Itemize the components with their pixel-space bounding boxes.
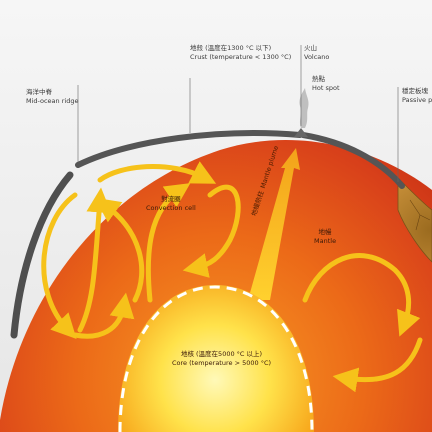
crust-right (300, 132, 405, 189)
mantle-plume (248, 148, 300, 300)
plate-label-zh: 穩定板塊 (402, 87, 428, 95)
hotspot-label: 熱點 Hot spot (312, 75, 340, 92)
crust-label-zh: 地殼 (溫度在1300 °C 以下) (190, 44, 272, 52)
hotspot-label-zh: 熱點 (312, 75, 325, 83)
core (118, 285, 314, 432)
core-boundary (118, 285, 314, 432)
ridge-label-en: Mid-ocean ridge (26, 96, 79, 105)
passive-plate-label: 穩定板塊 Passive p (402, 87, 432, 104)
mantle-label-en: Mantle (314, 236, 337, 245)
volcano-label-en: Volcano (304, 52, 330, 61)
core-label-en: Core (temperature > 5000 °C) (172, 358, 272, 367)
mantle-label: 地幔 Mantle (314, 228, 336, 245)
crust-label: 地殼 (溫度在1300 °C 以下) Crust (temperature < … (190, 44, 291, 61)
crust-left (10, 171, 74, 339)
volcano (294, 128, 308, 137)
passive-plate (397, 177, 432, 263)
crust-label-en: Crust (temperature < 1300 °C) (190, 52, 292, 61)
hotspot-label-en: Hot spot (312, 83, 340, 92)
core-label-zh: 地核 (溫度在5000 °C 以上) (180, 350, 263, 358)
crust-top (75, 130, 303, 168)
ridge-label-zh: 海洋中脊 (26, 88, 52, 96)
volcano-label-zh: 火山 (304, 44, 317, 52)
volcano-label: 火山 Volcano (304, 44, 329, 61)
plate-label-en: Passive p (402, 95, 432, 104)
mid-ocean-ridge-label: 海洋中脊 Mid-ocean ridge (26, 88, 78, 105)
convection-label-en: Convection cell (146, 203, 196, 212)
mantle-label-zh: 地幔 (318, 228, 332, 236)
smoke (299, 88, 309, 128)
convection-arrows (41, 161, 423, 393)
core-label: 地核 (溫度在5000 °C 以上) Core (temperature > 5… (172, 350, 271, 367)
convection-label-zh: 對流圈 (161, 195, 181, 203)
convection-cell-label: 對流圈 Convection cell (146, 195, 196, 212)
